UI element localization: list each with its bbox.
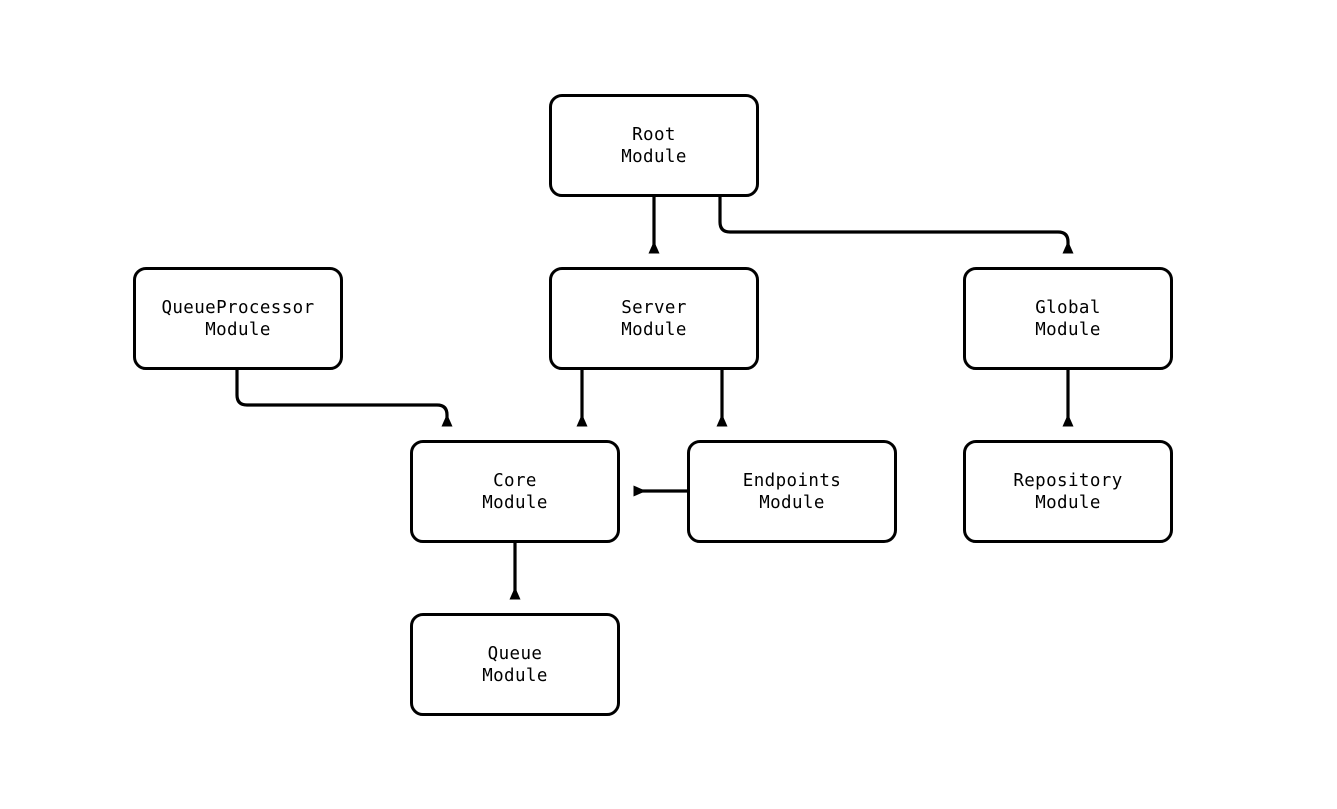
node-root-module-suffix: Module [621,146,687,167]
node-repository-module-suffix: Module [1035,492,1101,513]
node-repository-module[interactable]: Repository Module [963,440,1173,543]
node-endpoints-module[interactable]: Endpoints Module [687,440,897,543]
node-queueprocessor-module-suffix: Module [205,319,271,340]
node-core-module[interactable]: Core Module [410,440,620,543]
node-global-module-suffix: Module [1035,319,1101,340]
node-endpoints-module-name: Endpoints [742,470,842,491]
node-root-module[interactable]: Root Module [549,94,759,197]
node-global-module[interactable]: Global Module [963,267,1173,370]
node-core-module-name: Core [493,470,537,491]
node-server-module-name: Server [621,297,687,318]
edge-root-to-global [718,197,1074,254]
node-queue-module-name: Queue [487,643,543,664]
node-server-module[interactable]: Server Module [549,267,759,370]
node-queue-module-suffix: Module [482,665,548,686]
node-core-module-suffix: Module [482,492,548,513]
edge-queueprocessor-to-core [235,370,453,427]
node-global-module-name: Global [1035,297,1101,318]
node-server-module-suffix: Module [621,319,687,340]
node-queue-module[interactable]: Queue Module [410,613,620,716]
node-endpoints-module-suffix: Module [759,492,825,513]
node-root-module-name: Root [632,124,676,145]
node-queueprocessor-module[interactable]: QueueProcessor Module [133,267,343,370]
node-queueprocessor-module-name: QueueProcessor [161,297,315,318]
node-repository-module-name: Repository [1013,470,1123,491]
